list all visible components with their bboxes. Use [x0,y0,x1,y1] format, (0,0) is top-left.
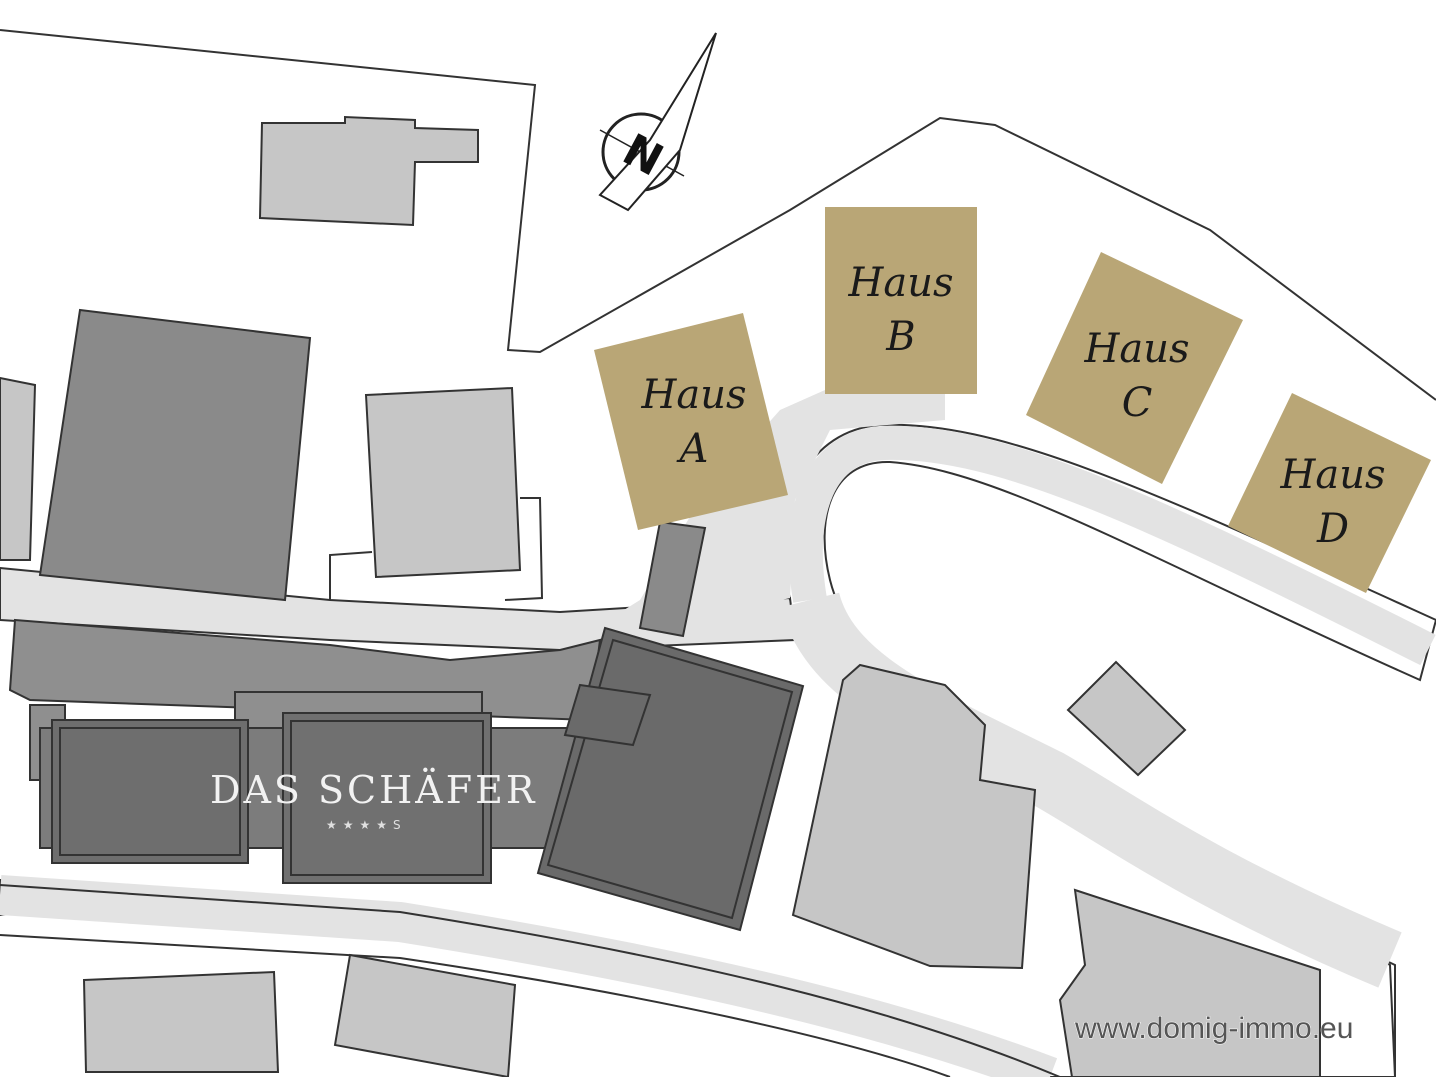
watermark: www.domig-immo.eu [1074,1012,1353,1045]
haus-c-letter: C [1122,380,1153,426]
building-west-edge [0,376,37,561]
haus-b-label: Haus [847,260,953,306]
hotel-block-west [51,719,249,864]
building-east-corner [1058,888,1321,1077]
building-large-west [38,308,312,602]
houses [594,207,1431,593]
haus-a-footprint [594,313,788,530]
neighbouring-buildings [0,115,1321,1077]
hotel-logo-stars: ★★★★S [326,818,407,832]
haus-d-label: Haus [1279,452,1385,498]
hotel-logo-text: DAS SCHÄFER [210,768,537,812]
haus-c-footprint [1026,252,1243,484]
hotel-connector [638,520,707,638]
haus-b-footprint [825,207,977,394]
building-north [258,115,479,227]
haus-d-letter: D [1316,506,1349,552]
haus-b-letter: B [885,314,915,360]
house-labels: Haus A Haus B Haus C Haus D [640,260,1385,552]
building-south-2 [333,953,517,1077]
road-south [0,875,1058,1077]
road-loop-north [788,425,1436,666]
haus-d-footprint [1228,393,1431,593]
hotel-block-centre [282,712,492,884]
haus-a-letter: A [676,426,709,472]
building-small-square [1066,660,1187,777]
haus-c-label: Haus [1083,326,1189,372]
building-southeast [791,663,1037,970]
building-south-1 [82,970,280,1073]
haus-a-label: Haus [640,372,746,418]
parcel-boundary-north [0,29,1436,401]
north-arrow-icon: N [598,32,717,212]
road-loop-south [780,591,1402,988]
hotel-complex [8,308,805,932]
building-centre [364,386,522,579]
